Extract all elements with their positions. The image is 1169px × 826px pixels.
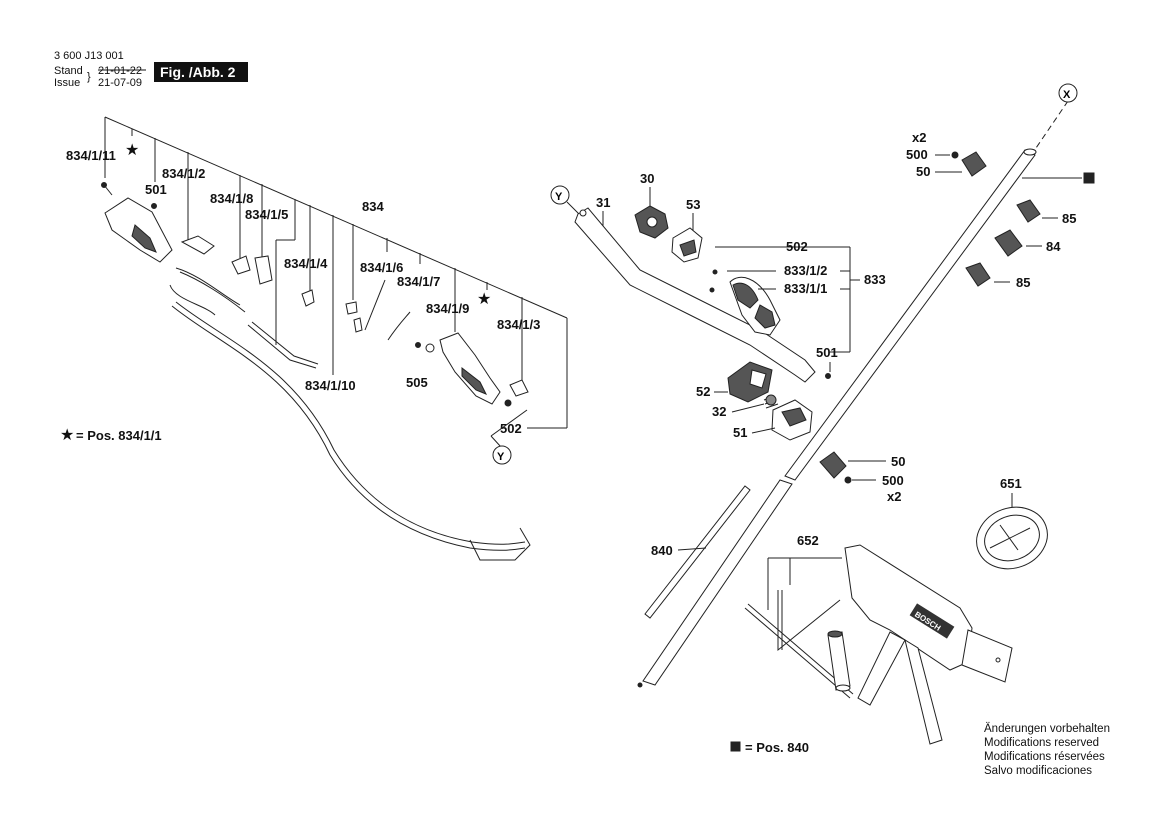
callout-52: 52	[696, 384, 710, 399]
screw-502	[712, 269, 718, 275]
clamp-51	[771, 399, 813, 441]
spring-32	[763, 394, 779, 409]
socket-wrench	[827, 630, 851, 692]
callout-31: 31	[596, 195, 610, 210]
clamp-52	[727, 361, 773, 403]
callout-834-1-4: 834/1/4	[284, 256, 328, 271]
callout-834: 834	[362, 199, 384, 214]
callout-840: 840	[651, 543, 673, 558]
callout-32: 32	[712, 404, 726, 419]
svg-text:Y: Y	[497, 451, 505, 463]
spool-cover-651	[976, 506, 1048, 570]
callout-502-mid: 502	[786, 239, 808, 254]
callout-834-1-3: 834/1/3	[497, 317, 540, 332]
callout-53: 53	[686, 197, 700, 212]
small-hardware	[301, 279, 435, 353]
callout-834-1-11: 834/1/11	[66, 148, 116, 163]
legend-star-note: = Pos. 834/1/1	[76, 428, 162, 443]
figure-badge: Fig. /Abb. 2	[160, 64, 236, 80]
stand-label: Stand	[54, 65, 83, 77]
x2-top: x2	[912, 130, 926, 145]
callout-85-b: 85	[1016, 275, 1030, 290]
clip-85-a	[1016, 199, 1041, 223]
callout-651: 651	[1000, 476, 1022, 491]
brace-glyph: }	[87, 71, 91, 83]
footer-note-en: Modifications reserved	[984, 737, 1099, 749]
svg-text:Y: Y	[555, 191, 563, 203]
callout-833-1-2: 833/1/2	[784, 263, 827, 278]
callout-500-mid: 500	[882, 473, 904, 488]
svg-text:X: X	[1063, 89, 1071, 101]
footer-note-fr: Modifications réservées	[984, 751, 1105, 763]
callout-85-a: 85	[1062, 211, 1076, 226]
switch-parts	[180, 235, 273, 285]
clip-84	[994, 229, 1023, 257]
figure-badge-bg	[154, 62, 248, 82]
callout-833: 833	[864, 272, 886, 287]
screw-501	[825, 373, 831, 379]
assembly-bracket-line	[104, 116, 568, 319]
cap-50-top	[961, 151, 987, 177]
square-icon	[730, 741, 741, 752]
handle-tube	[574, 207, 816, 383]
cap-50-mid	[819, 451, 847, 479]
callout-50-top: 50	[916, 164, 930, 179]
reference-marker-y-right	[550, 185, 570, 205]
star-icon: ★	[60, 425, 74, 444]
doc-number: 3 600 J13 001	[54, 50, 124, 62]
callout-501-mid: 501	[816, 345, 838, 360]
callout-51: 51	[733, 425, 747, 440]
x2-mid: x2	[887, 489, 901, 504]
callout-501-left: 501	[145, 182, 167, 197]
callout-834-1-9: 834/1/9	[426, 301, 469, 316]
callout-502-left: 502	[500, 421, 522, 436]
switch-handle-833	[729, 277, 781, 336]
square-icon	[1083, 172, 1095, 184]
clamp-53	[671, 227, 703, 263]
rear-handle-shell	[439, 332, 529, 407]
star-icon: ★	[477, 289, 491, 308]
reference-marker-x	[1058, 83, 1078, 103]
callout-652: 652	[797, 533, 819, 548]
star-icon: ★	[125, 140, 139, 159]
footer-note-de: Änderungen vorbehalten	[984, 723, 1110, 735]
callout-30: 30	[640, 171, 654, 186]
wiring-harness	[169, 267, 319, 369]
motor-housing-left	[101, 182, 173, 263]
issue-date: 21-07-09	[98, 77, 142, 89]
callout-834-1-5: 834/1/5	[245, 207, 288, 222]
callout-834-1-6: 834/1/6	[360, 260, 403, 275]
storage-bag: BOSCH	[844, 544, 1013, 745]
footer-note-es: Salvo modificaciones	[984, 765, 1092, 777]
bosch-logo	[909, 603, 955, 639]
callout-500-top: 500	[906, 147, 928, 162]
shaft-tube	[637, 148, 1037, 688]
issue-label: Issue	[54, 77, 80, 89]
callout-84: 84	[1046, 239, 1061, 254]
stand-date: 21-01-22	[98, 65, 142, 77]
clamp-knob-30	[634, 205, 669, 239]
power-cable	[171, 301, 531, 561]
callout-834-1-7: 834/1/7	[397, 274, 440, 289]
callout-834-1-10: 834/1/10	[305, 378, 356, 393]
callout-833-1-1: 833/1/1	[784, 281, 827, 296]
reference-marker-y-left	[492, 445, 512, 465]
callout-834-1-2: 834/1/2	[162, 166, 205, 181]
callout-834-1-8: 834/1/8	[210, 191, 253, 206]
clip-85-b	[965, 262, 991, 287]
callout-50-mid: 50	[891, 454, 905, 469]
callout-505: 505	[406, 375, 428, 390]
legend-square-note: = Pos. 840	[745, 740, 809, 755]
